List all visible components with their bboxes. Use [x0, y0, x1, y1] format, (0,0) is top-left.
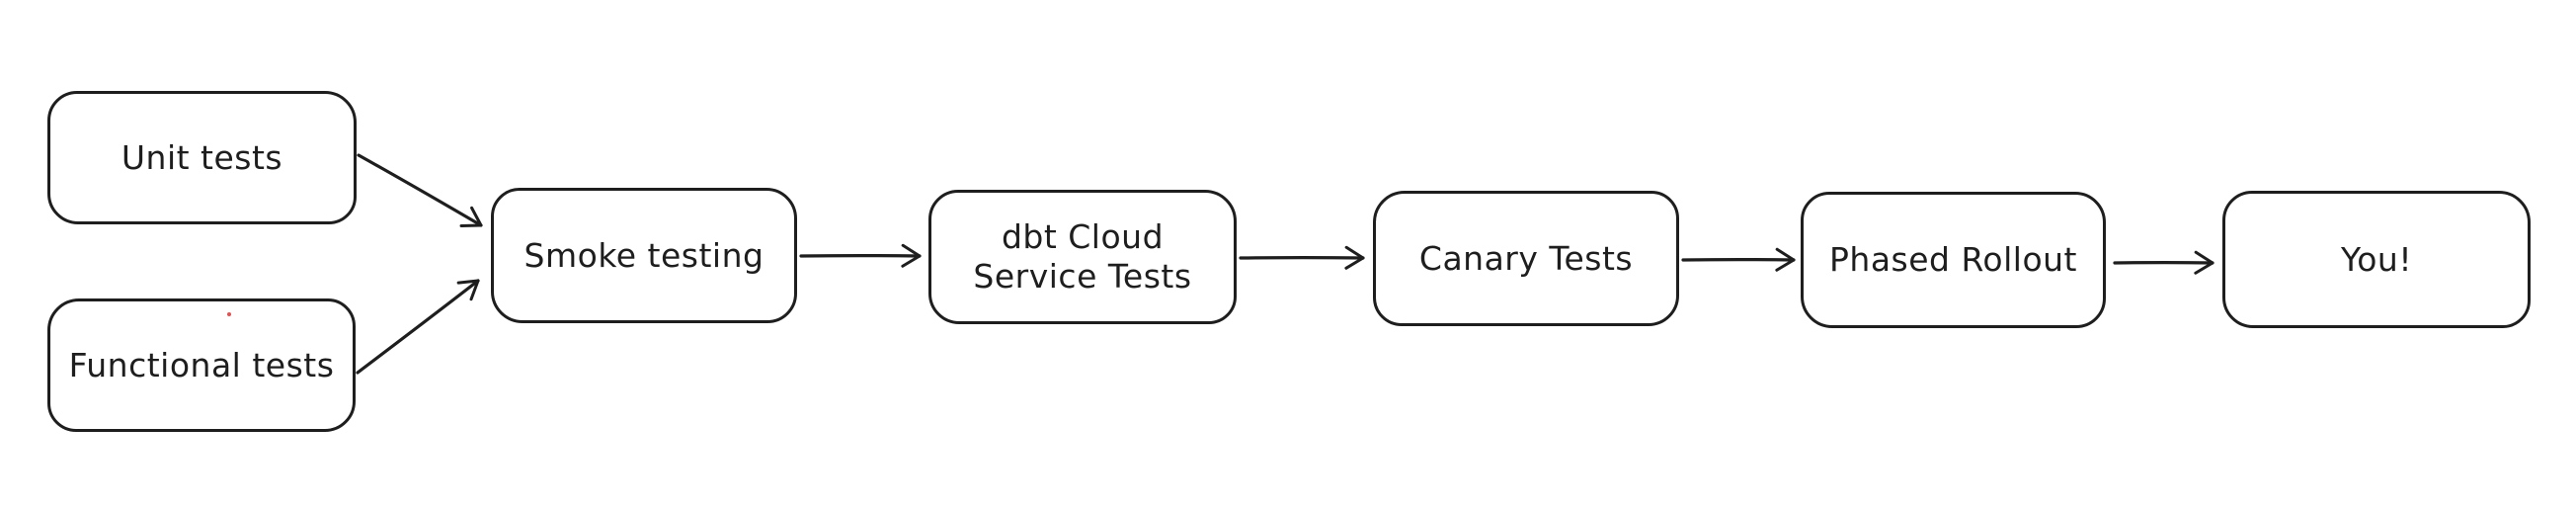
edge-functional-tests-to-smoke-testing — [356, 279, 480, 375]
edge-unit-tests-to-smoke-testing — [357, 153, 483, 228]
node-functional-tests: Functional tests — [47, 298, 356, 432]
node-unit-tests: Unit tests — [47, 91, 357, 224]
node-dbt-cloud-service-tests: dbt Cloud Service Tests — [928, 190, 1237, 324]
stray-red-dot — [227, 312, 231, 316]
node-you: You! — [2222, 191, 2531, 328]
node-smoke-testing: Smoke testing — [491, 188, 797, 323]
node-phased-rollout: Phased Rollout — [1801, 192, 2106, 328]
node-canary-tests: Canary Tests — [1373, 191, 1679, 326]
